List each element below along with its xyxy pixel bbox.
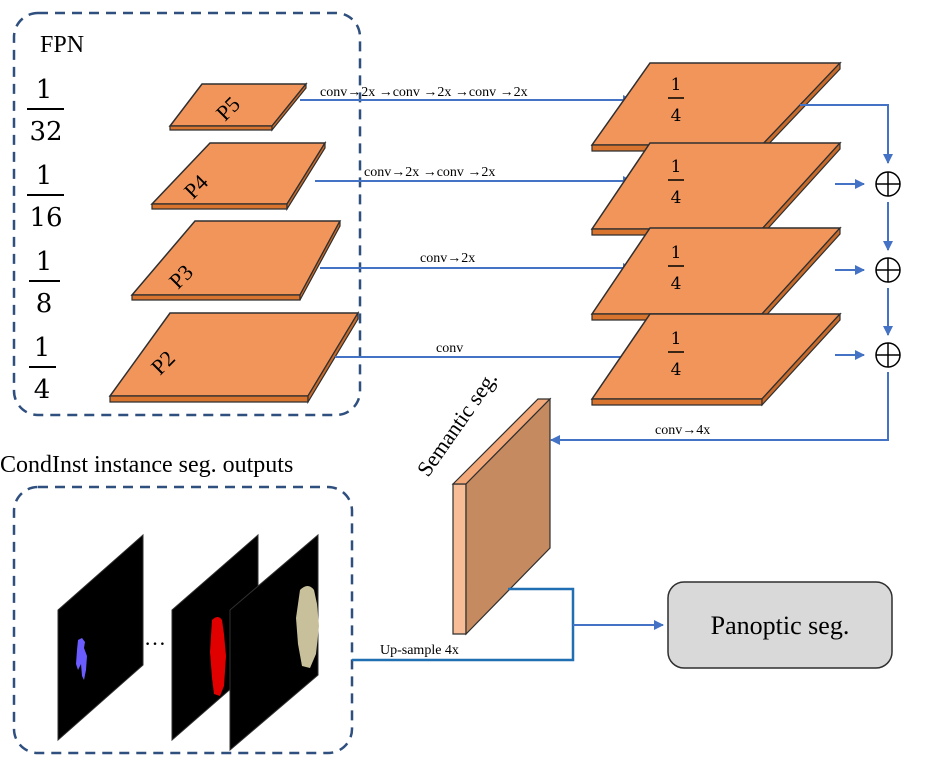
svg-text:32: 32 <box>29 117 62 147</box>
red-person-mask <box>210 617 226 696</box>
condinst-title: CondInst instance seg. outputs <box>0 452 293 478</box>
output-plane-3: 1 4 <box>590 226 842 322</box>
scale-fraction-1-16: 1 16 <box>27 161 64 233</box>
path-label-p3: conv→2x <box>420 251 475 266</box>
svg-text:1: 1 <box>671 329 682 349</box>
mask-panel-blue <box>57 533 144 742</box>
panoptic-seg-box: Panoptic seg. <box>667 581 893 669</box>
sum-node-1 <box>875 171 901 197</box>
path-p4: conv→2x →conv →2x <box>315 165 633 186</box>
condinst-box <box>12 485 354 755</box>
mask-panel-beige <box>229 533 319 752</box>
svg-text:1: 1 <box>36 75 53 105</box>
svg-text:4: 4 <box>671 188 682 208</box>
svg-text:1: 1 <box>36 247 53 277</box>
semantic-seg-front <box>465 397 551 636</box>
fpn-plane-p5: P5 <box>168 82 308 132</box>
path-p2: conv <box>335 341 633 362</box>
upsample-line <box>352 625 575 662</box>
path-label-p4: conv→2x →conv →2x <box>364 165 495 180</box>
svg-text:1: 1 <box>671 157 682 177</box>
path-p5: conv→2x →conv →2x →conv →2x <box>300 85 633 105</box>
beige-person-mask <box>296 586 319 668</box>
path-label-p5: conv→2x →conv →2x →conv →2x <box>320 85 528 100</box>
scale-fraction-1-4: 1 4 <box>29 333 56 405</box>
sum-node-2 <box>875 257 901 283</box>
fpn-box <box>12 11 362 417</box>
fpn-plane-p2: P2 <box>108 310 360 405</box>
fpn-plane-p4: P4 <box>150 140 327 212</box>
svg-text:4: 4 <box>34 375 51 405</box>
output-plane-2: 1 4 <box>590 141 842 237</box>
output-plane-4: 1 4 <box>590 312 842 407</box>
semantic-to-panoptic-line <box>508 587 575 625</box>
blue-person-mask <box>76 638 87 680</box>
svg-text:1: 1 <box>36 161 53 191</box>
scale-fraction-1-8: 1 8 <box>29 247 60 319</box>
svg-text:1: 1 <box>671 243 682 263</box>
svg-text:4: 4 <box>671 274 682 294</box>
svg-text:1: 1 <box>34 333 51 363</box>
sum-node-3 <box>875 342 901 368</box>
upsample-label: Up-sample 4x <box>380 643 459 658</box>
semantic-seg-side <box>452 483 467 635</box>
path-label-p2: conv <box>436 341 463 356</box>
svg-text:8: 8 <box>36 289 53 319</box>
svg-text:16: 16 <box>29 203 62 233</box>
ellipsis: … <box>144 625 166 650</box>
svg-text:1: 1 <box>671 75 682 95</box>
svg-text:4: 4 <box>671 106 682 126</box>
svg-text:4: 4 <box>671 360 682 380</box>
post-merge-label: conv→4x <box>655 423 710 438</box>
scale-fraction-1-32: 1 32 <box>27 75 64 147</box>
semantic-seg-block: Semantic seg. <box>412 366 552 636</box>
path-p3: conv→2x <box>320 251 633 273</box>
fpn-plane-p3: P3 <box>130 220 342 301</box>
output-plane-1: 1 4 <box>590 61 842 153</box>
fpn-title: FPN <box>40 32 84 58</box>
panoptic-seg-label: Panoptic seg. <box>711 611 850 640</box>
merge-path: conv→4x <box>550 104 893 445</box>
